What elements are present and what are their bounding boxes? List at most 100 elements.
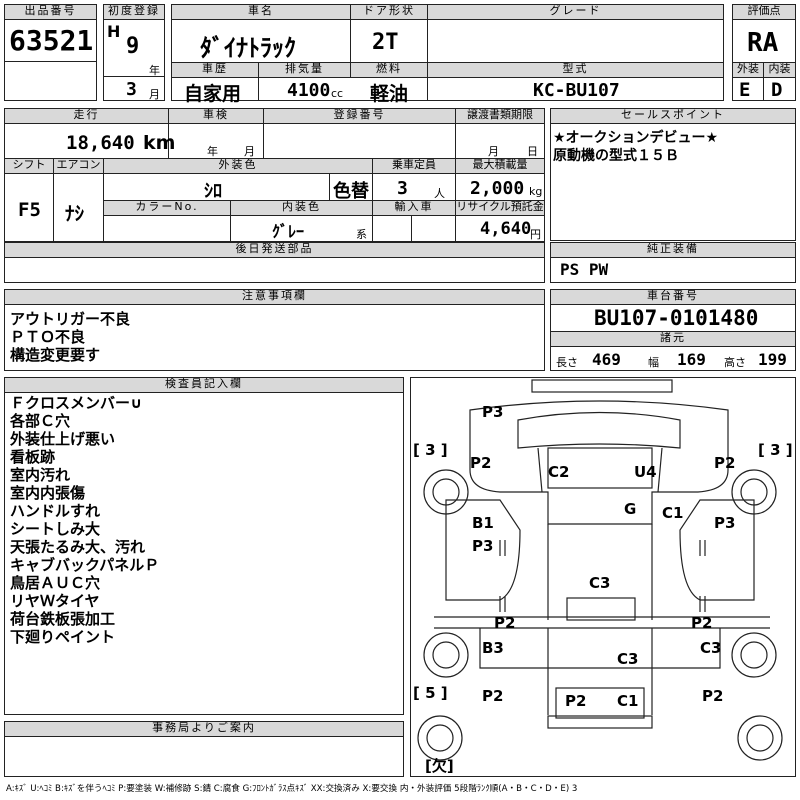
- insp-year-unit: 年: [207, 145, 218, 158]
- ac-value: ﾅｼ: [65, 203, 85, 225]
- damage-code: P2: [494, 614, 516, 632]
- main-header-box: [171, 4, 724, 101]
- score-label: 評価点: [732, 4, 796, 20]
- inspector-notes: Ｆクロスメンバー∪ 各部Ｃ穴 外装仕上げ悪い 看板跡 室内汚れ 室内内張傷 ハン…: [10, 394, 160, 646]
- model-label: 型式: [427, 62, 724, 78]
- repaint-flag: 色替: [333, 181, 369, 202]
- spare-tire: [欠]: [425, 757, 454, 775]
- inspection-label: 車検: [168, 108, 264, 124]
- damage-code: C3: [589, 574, 611, 592]
- regno-label: 登録番号: [263, 108, 456, 124]
- ext-label: 外装: [732, 62, 764, 78]
- mileage-label: 走行: [4, 108, 169, 124]
- tire-front-right: [ 3 ]: [758, 441, 793, 459]
- door-type: 2T: [372, 30, 399, 55]
- reg-month: 3: [126, 79, 137, 100]
- month-unit: 月: [149, 88, 160, 101]
- damage-code: C3: [700, 639, 722, 657]
- intcolor-value: ｸﾞﾚｰ: [272, 222, 305, 241]
- damage-code: P2: [482, 687, 504, 705]
- fuel-value: 軽油: [370, 83, 409, 105]
- damage-code: C1: [617, 692, 639, 710]
- insp-month-unit: 月: [244, 145, 255, 158]
- notes-text: アウトリガー不良 ＰＴＯ不良 構造変更要す: [10, 310, 131, 364]
- damage-code: C3: [617, 650, 639, 668]
- lot-label: 出品番号: [4, 4, 97, 20]
- color-value: ｼﾛ: [204, 181, 222, 202]
- inspector-box: [4, 377, 404, 715]
- intcolor-label: 内装色: [230, 200, 373, 216]
- first-reg-box: [103, 4, 165, 101]
- chassis-label: 車台番号: [550, 289, 796, 305]
- score-value: RA: [747, 28, 779, 58]
- intcolor-suffix: 系: [356, 228, 367, 241]
- damage-code: P2: [691, 614, 713, 632]
- damage-code: P3: [714, 514, 736, 532]
- transfer-day-unit: 日: [527, 145, 538, 158]
- history-value: 自家用: [184, 83, 242, 105]
- reg-year: 9: [126, 34, 140, 59]
- width-label: 幅: [648, 356, 659, 369]
- damage-code: U4: [634, 463, 657, 481]
- damage-code: P3: [472, 537, 494, 555]
- model-value: KC-BU107: [533, 80, 620, 101]
- disp-label: 排気量: [258, 62, 351, 78]
- door-label: ドア形状: [350, 4, 428, 20]
- damage-code: P2: [565, 692, 587, 710]
- shift-label: シフト: [4, 158, 54, 174]
- genuine-equipment: PS PW: [560, 260, 609, 279]
- inspector-label: 検査員記入欄: [4, 377, 404, 393]
- name-label: 車名: [171, 4, 351, 20]
- lot-box: [4, 4, 97, 101]
- cap-label: 乗車定員: [372, 158, 456, 174]
- damage-code: P2: [714, 454, 736, 472]
- recycle-value: 4,640: [480, 219, 532, 239]
- colorno-label: カラーNo.: [103, 200, 231, 216]
- later-label: 後日発送部品: [4, 242, 545, 258]
- length-value: 469: [592, 350, 621, 369]
- chassis-number: BU107-0101480: [594, 306, 759, 330]
- length-label: 長さ: [556, 356, 578, 369]
- truck-diagram: [417, 379, 783, 761]
- cap-value: 3: [397, 178, 408, 199]
- damage-code: P2: [702, 687, 724, 705]
- ac-label: エアコン: [53, 158, 104, 174]
- damage-code: G: [624, 500, 637, 518]
- recycle-label: リサイクル預託金: [455, 200, 545, 216]
- width-value: 169: [677, 350, 706, 369]
- lot-number: 63521: [9, 24, 94, 57]
- office-label: 事務局よりご案内: [4, 721, 404, 737]
- fuel-label: 燃料: [350, 62, 428, 78]
- recycle-unit: 円: [530, 228, 541, 241]
- mileage-unit: km: [143, 132, 176, 154]
- damage-code: B3: [482, 639, 504, 657]
- damage-code: B1: [472, 514, 494, 532]
- specs-label: 諸元: [550, 331, 796, 347]
- load-unit: kg: [529, 185, 543, 198]
- genuine-label: 純正装備: [550, 242, 796, 258]
- load-value: 2,000: [470, 178, 525, 199]
- damage-code: P2: [470, 454, 492, 472]
- year-unit: 年: [149, 64, 160, 77]
- grade-label: グレード: [427, 4, 724, 20]
- load-label: 最大積載量: [455, 158, 545, 174]
- history-label: 車歴: [171, 62, 259, 78]
- era: H: [107, 22, 121, 41]
- color-label: 外装色: [103, 158, 373, 174]
- mileage-value: 18,640: [66, 132, 135, 154]
- first-reg-label: 初度登録: [103, 4, 165, 20]
- import-label: 輸入車: [372, 200, 456, 216]
- shift-value: F5: [18, 199, 41, 221]
- transfer-label: 譲渡書類期限: [455, 108, 545, 124]
- sales-label: セールスポイント: [550, 108, 796, 124]
- tire-front-left: [ 3 ]: [413, 441, 448, 459]
- tire-rear-left: [ 5 ]: [413, 684, 448, 702]
- sales-points: ★オークションデビュー★ 原動機の型式１５Ｂ: [553, 130, 719, 164]
- damage-code: C2: [548, 463, 570, 481]
- sales-box: [550, 108, 796, 241]
- transfer-month-unit: 月: [488, 145, 499, 158]
- disp-value: 4100: [287, 80, 331, 101]
- height-value: 199: [758, 350, 787, 369]
- legend: A:ｷｽﾞ U:ﾍｺﾐ B:ｷｽﾞを伴うﾍｺﾐ P:要塗装 W:補修跡 S:錆 …: [6, 784, 578, 794]
- int-grade: D: [771, 79, 783, 101]
